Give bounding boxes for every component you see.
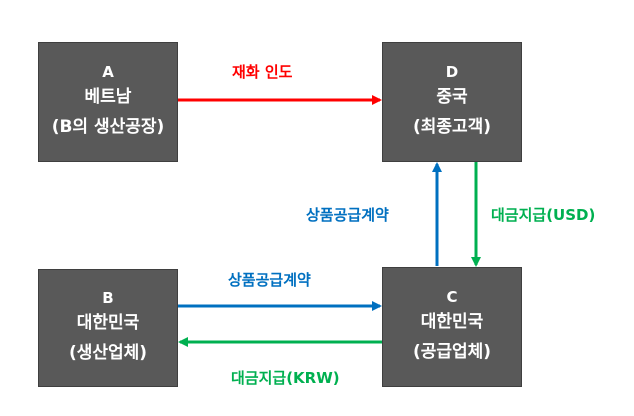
node-d-china: D 중국 (최종고객) xyxy=(382,42,522,162)
node-a-role: (B의 생산공장) xyxy=(51,117,165,137)
node-c-letter: C xyxy=(446,288,458,306)
node-b-role: (생산업체) xyxy=(68,343,148,363)
node-d-country: 중국 xyxy=(436,87,468,107)
node-a-country: 베트남 xyxy=(84,87,132,107)
node-c-role: (공급업체) xyxy=(412,342,492,362)
edge-label-supply-contract-b-c: 상품공급계약 xyxy=(228,271,311,289)
node-a-letter: A xyxy=(102,63,114,81)
edge-label-payment-krw: 대금지급(KRW) xyxy=(231,369,340,387)
node-d-letter: D xyxy=(445,63,459,81)
node-b-korea-manufacturer: B 대한민국 (생산업체) xyxy=(38,269,178,387)
edge-label-payment-usd: 대금지급(USD) xyxy=(491,206,596,224)
edge-label-supply-contract-c-d: 상품공급계약 xyxy=(306,206,389,224)
node-a-vietnam: A 베트남 (B의 생산공장) xyxy=(38,42,178,162)
edge-label-goods-delivery: 재화 인도 xyxy=(232,63,293,81)
node-c-korea-supplier: C 대한민국 (공급업체) xyxy=(382,267,522,387)
node-b-letter: B xyxy=(102,289,114,307)
node-d-role: (최종고객) xyxy=(412,117,492,137)
node-b-country: 대한민국 xyxy=(76,313,140,333)
node-c-country: 대한민국 xyxy=(420,312,484,332)
